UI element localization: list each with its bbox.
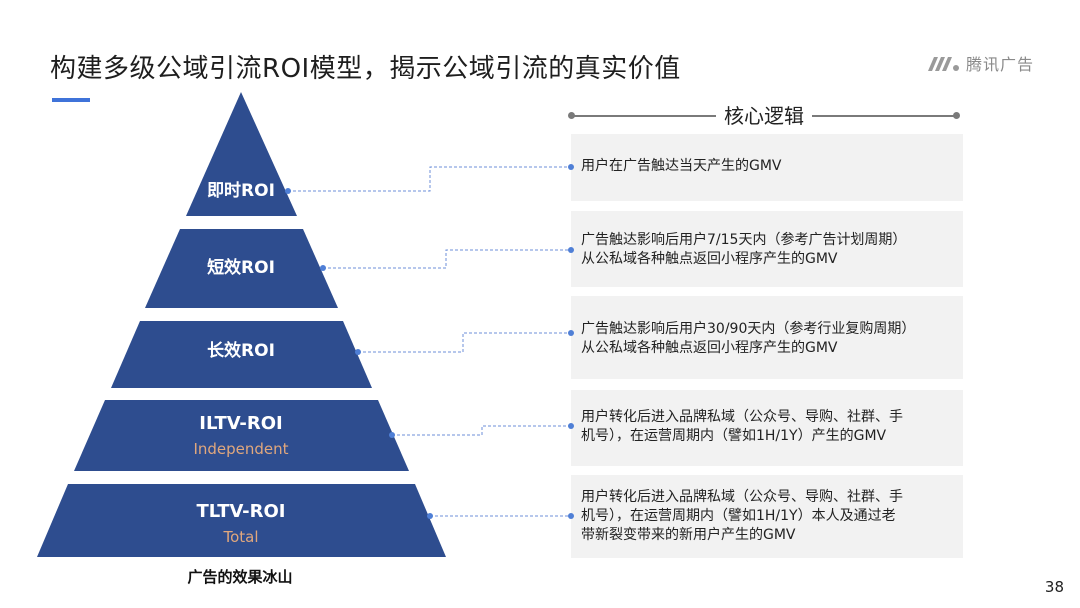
tier-label-short-roi: 短效ROI [207,258,275,278]
logic-text-iltv: 用户转化后进入品牌私域（公众号、导购、社群、手 机号），在运营周期内（譬如1H/… [581,408,947,446]
logic-line: 用户转化后进入品牌私域（公众号、导购、社群、手 [581,409,903,425]
tencent-ads-logo: 腾讯广告 [926,52,1034,74]
logic-line: 带新裂变带来的新用户产生的GMV [581,527,796,543]
roi-pyramid [37,92,446,557]
core-logic-header: 核心逻辑 [568,102,960,130]
header-line-dot-right [953,112,960,119]
logic-line: 用户转化后进入品牌私域（公众号、导购、社群、手 [581,489,903,505]
tier-label-instant-roi: 即时ROI [207,181,275,201]
logic-line: 机号），在运营周期内（譬如1H/1Y）本人及通过老 [581,508,896,524]
tencent-ads-logo-icon [928,57,959,71]
logic-text-tltv: 用户转化后进入品牌私域（公众号、导购、社群、手 机号），在运营周期内（譬如1H/… [581,488,947,545]
tier-label-long-roi: 长效ROI [207,341,275,361]
pyramid-tier-4 [74,400,409,471]
logic-box-instant: 用户在广告触达当天产生的GMV [571,134,963,201]
logo-text: 腾讯广告 [966,55,1035,74]
tier-label-tltv-roi: TLTV-ROI [196,501,286,522]
page-number: 38 [1044,578,1064,596]
pyramid-tier-2 [145,229,338,308]
page-title: 构建多级公域引流ROI模型，揭示公域引流的真实价值 [50,54,681,84]
header-line-dot-left [568,112,575,119]
tier-label-iltv-roi: ILTV-ROI [199,413,283,434]
logic-line: 用户在广告触达当天产生的GMV [581,158,782,174]
pyramid-tier-3 [111,321,372,388]
logic-line: 广告触达影响后用户30/90天内（参考行业复购周期） [581,321,916,337]
logic-line: 机号），在运营周期内（譬如1H/1Y）产生的GMV [581,428,887,444]
pyramid-caption: 广告的效果冰山 [187,568,293,586]
header-line-right [812,115,956,117]
pyramid-tier-1 [186,92,297,216]
logic-text-short: 广告触达影响后用户7/15天内（参考广告计划周期） 从公私域各种触点返回小程序产… [581,231,947,269]
logic-box-iltv: 用户转化后进入品牌私域（公众号、导购、社群、手 机号），在运营周期内（譬如1H/… [571,390,963,466]
core-logic-title: 核心逻辑 [724,104,804,128]
logic-line: 广告触达影响后用户7/15天内（参考广告计划周期） [581,232,907,248]
logic-box-tltv: 用户转化后进入品牌私域（公众号、导购、社群、手 机号），在运营周期内（譬如1H/… [571,475,963,558]
tier-sub-independent: Independent [193,440,289,458]
title-underline [52,98,90,102]
tier-sub-total: Total [223,528,259,546]
logic-box-long: 广告触达影响后用户30/90天内（参考行业复购周期） 从公私域各种触点返回小程序… [571,296,963,379]
header-line-left [572,115,716,117]
logic-line: 从公私域各种触点返回小程序产生的GMV [581,251,838,267]
logic-text-instant: 用户在广告触达当天产生的GMV [581,157,947,176]
logic-box-short: 广告触达影响后用户7/15天内（参考广告计划周期） 从公私域各种触点返回小程序产… [571,211,963,287]
logic-line: 从公私域各种触点返回小程序产生的GMV [581,340,838,356]
logic-text-long: 广告触达影响后用户30/90天内（参考行业复购周期） 从公私域各种触点返回小程序… [581,320,947,358]
pyramid-tier-5 [37,484,446,557]
